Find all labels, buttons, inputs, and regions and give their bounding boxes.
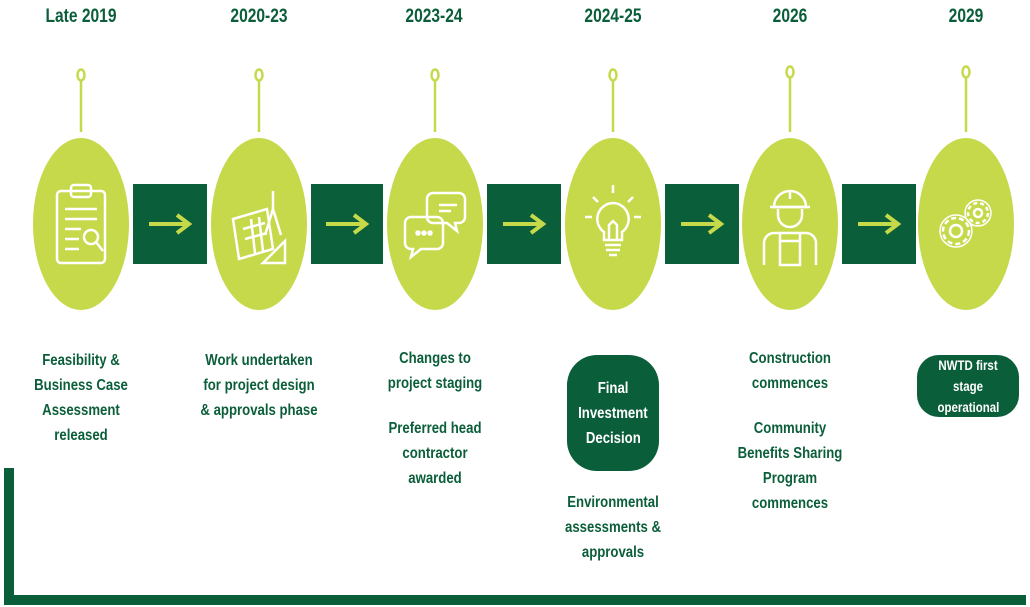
pin-marker-5 [785, 65, 795, 132]
pin-marker-3 [430, 68, 440, 132]
year-label-6: 2029 [948, 6, 984, 27]
chat-bubbles-icon [403, 191, 467, 261]
connector-band-2 [311, 184, 383, 264]
pin-marker-1 [76, 68, 86, 132]
connector-band-4 [665, 184, 739, 264]
bracket-left [4, 468, 14, 605]
milestone-circle-1 [33, 138, 129, 310]
pin-marker-6 [961, 65, 971, 132]
milestone-circle-6 [918, 138, 1014, 310]
connector-band-1 [133, 184, 207, 264]
connector-band-3 [487, 184, 561, 264]
milestone-circle-5 [742, 138, 838, 310]
milestone-circle-2 [211, 138, 307, 310]
clipboard-icon [55, 183, 107, 265]
pin-marker-2 [254, 68, 264, 132]
connector-band-5 [842, 184, 916, 264]
year-label-5: 2026 [772, 6, 808, 27]
year-label-3: 2023-24 [405, 6, 463, 27]
arrow-right-icon [681, 213, 725, 235]
milestone-circle-3 [387, 138, 483, 310]
pin-marker-4 [608, 68, 618, 132]
milestone-circle-4 [565, 138, 661, 310]
arrow-right-icon [149, 213, 193, 235]
lightbulb-icon [585, 185, 641, 257]
construction-worker-icon [762, 189, 818, 267]
bracket-bottom [4, 595, 1026, 605]
year-label-4: 2024-25 [584, 6, 642, 27]
arrow-right-icon [326, 213, 370, 235]
blueprint-design-icon [231, 191, 287, 265]
arrow-right-icon [858, 213, 902, 235]
year-label-1: Late 2019 [45, 6, 117, 27]
arrow-right-icon [503, 213, 547, 235]
gears-icon [939, 199, 992, 248]
year-label-2: 2020-23 [230, 6, 288, 27]
